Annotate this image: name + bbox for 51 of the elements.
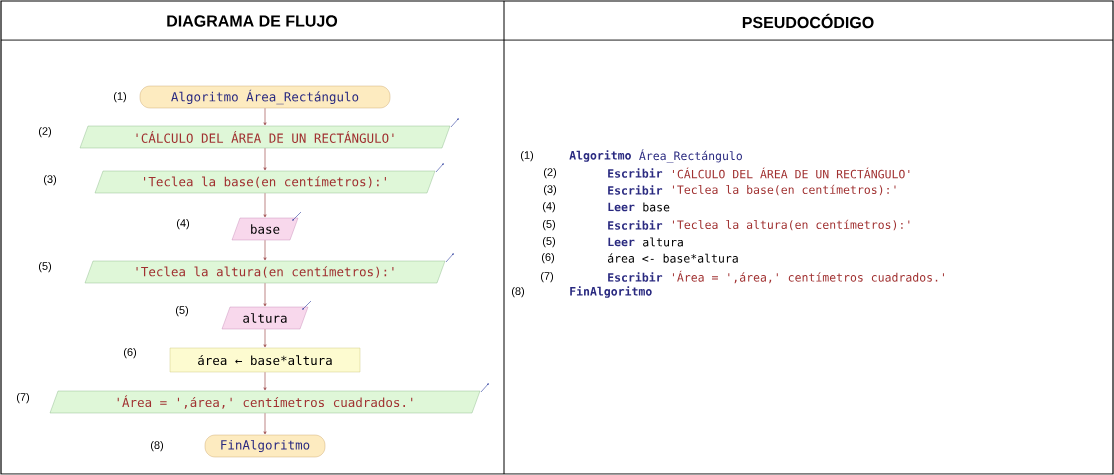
keyword: FinAlgoritmo — [570, 286, 652, 298]
step-number: (6) — [123, 347, 137, 359]
step-number: (4) — [176, 218, 190, 230]
string-literal: 'Teclea la base(en centímetros):' — [672, 184, 896, 196]
line-number: (5) — [542, 236, 556, 248]
line-number: (4) — [542, 201, 556, 213]
arrow — [263, 147, 267, 171]
string-literal: 'Área = ',área,' centímetros cuadrados.' — [672, 270, 944, 284]
output-parallelogram: 'CÁLCULO DEL ÁREA DE UN RECTÁNGULO' — [79, 125, 451, 149]
arrow — [263, 107, 267, 126]
code-text: base — [643, 202, 670, 212]
line-number: (8) — [511, 286, 525, 298]
keyword: Algoritmo — [569, 150, 631, 162]
keyword: Leer — [608, 202, 635, 212]
arrow — [263, 192, 267, 218]
step-number: (2) — [38, 126, 52, 138]
column-header: PSEUDOCÓDIGO — [742, 13, 874, 29]
input-parallelogram: altura — [221, 306, 309, 330]
input-parallelogram: base — [231, 217, 299, 241]
keyword: Escribir — [608, 220, 663, 230]
keyword: Escribir — [608, 272, 663, 282]
column-header: DIAGRAMA DE FLUJO — [167, 15, 338, 27]
line-number: (6) — [541, 252, 555, 264]
keyword: Escribir — [608, 185, 663, 195]
line-number: (2) — [543, 167, 557, 179]
arrow — [263, 412, 267, 435]
step-number: (7) — [16, 392, 30, 404]
code-text: Área_Rectángulo — [639, 149, 742, 163]
arrow — [263, 371, 267, 391]
step-number: (1) — [113, 91, 127, 103]
step-number: (8) — [150, 440, 164, 452]
arrow — [263, 328, 267, 348]
line-number: (3) — [543, 184, 557, 196]
line-number: (7) — [540, 271, 554, 283]
process-box: área ← base*altura — [169, 347, 361, 373]
string-literal: 'CÁLCULO DEL ÁREA DE UN RECTÁNGULO' — [672, 167, 910, 179]
line-number: (5) — [542, 219, 556, 231]
output-parallelogram: 'Teclea la altura(en centímetros):' — [84, 260, 446, 284]
output-parallelogram: 'Teclea la base(en centímetros):' — [94, 170, 436, 194]
keyword: Escribir — [608, 168, 663, 178]
code-text: altura — [643, 237, 683, 247]
code-text: área <- base*altura — [607, 253, 738, 263]
arrow — [263, 239, 267, 261]
output-parallelogram: 'Área = ',área,' centímetros cuadrados.' — [49, 390, 481, 414]
step-number: (3) — [43, 174, 57, 186]
line-number: (1) — [520, 150, 534, 162]
string-literal: 'Teclea la altura(en centímetros):' — [672, 219, 910, 231]
step-number: (5) — [175, 305, 189, 317]
keyword: Leer — [608, 237, 635, 247]
arrow — [263, 282, 267, 307]
step-number: (5) — [38, 261, 52, 273]
